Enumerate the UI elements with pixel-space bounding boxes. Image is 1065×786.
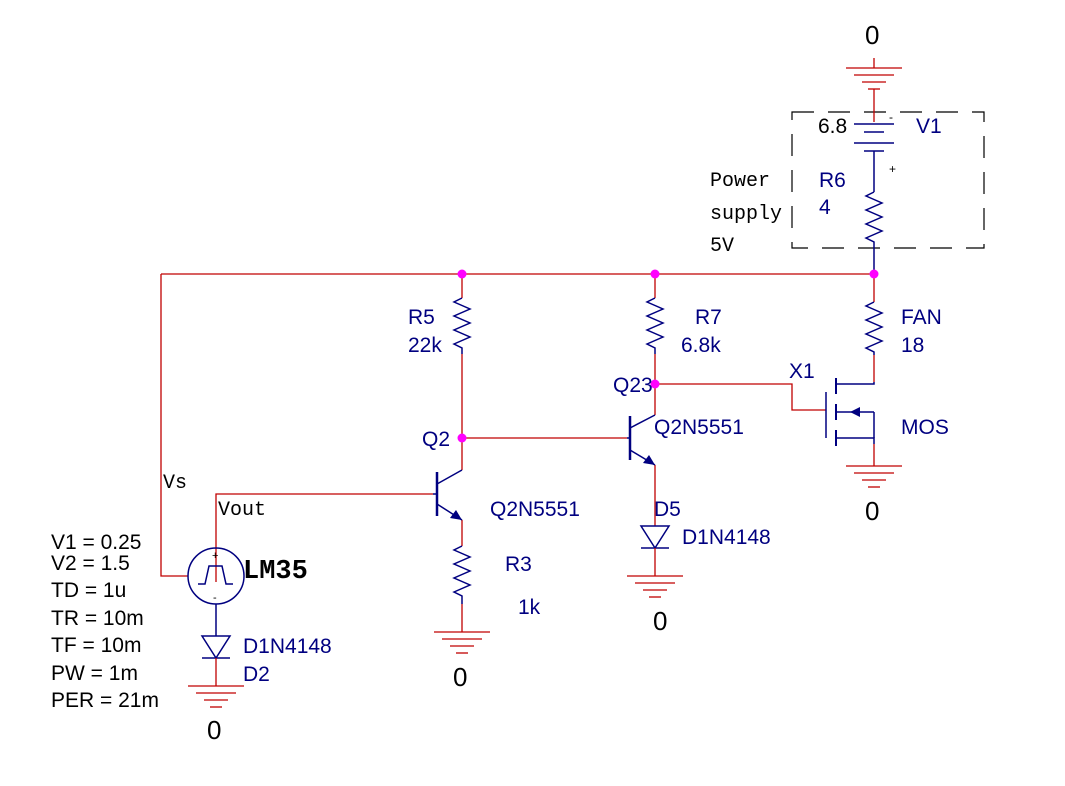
battery-v1 xyxy=(854,123,894,192)
source-param-v2: V2 = 1.5 xyxy=(51,552,130,575)
diode-d5 xyxy=(639,525,671,576)
source-param-tr: TR = 10m xyxy=(51,607,144,630)
resistor-r6 xyxy=(864,191,884,274)
battery-v1-ref: V1 xyxy=(916,115,942,138)
pulse-source-lm35: + - xyxy=(187,547,245,614)
resistor-r7 xyxy=(645,297,665,354)
resistor-r3-ref: R3 xyxy=(505,553,532,576)
diode-d2-model: D1N4148 xyxy=(243,635,332,658)
q2-emitter-arrow xyxy=(450,510,462,520)
resistor-r3-value: 1k xyxy=(518,596,541,619)
power-supply-boundary xyxy=(791,111,985,249)
fan-ref: FAN xyxy=(901,306,942,329)
node-r5-top xyxy=(457,269,467,279)
resistor-r7-ref: R7 xyxy=(695,306,722,329)
resistor-r3 xyxy=(452,545,472,604)
ground-label-r3: 0 xyxy=(453,662,467,692)
diode-d2-ref: D2 xyxy=(243,663,270,686)
pulse-waveform-icon xyxy=(198,565,233,585)
ground-label-d2: 0 xyxy=(207,715,221,745)
resistor-r6-value: 4 xyxy=(819,196,831,219)
mosfet-x1 xyxy=(825,378,875,446)
node-q2-collector xyxy=(457,433,467,443)
transistor-q23-model: Q2N5551 xyxy=(654,416,744,439)
resistor-r7-value: 6.8k xyxy=(681,334,721,357)
resistor-r5-value: 22k xyxy=(408,334,442,357)
resistor-r5-ref: R5 xyxy=(408,306,435,329)
wires xyxy=(160,273,875,582)
mosfet-ref: X1 xyxy=(789,360,815,383)
power-supply-label-line-3: 5V xyxy=(710,235,734,258)
fan-value: 18 xyxy=(901,334,924,357)
pulse-source-params: V1 = 0.25 V2 = 1.5 TD = 1u TR = 10m TF =… xyxy=(51,531,159,712)
transistor-q23 xyxy=(627,414,656,466)
resistor-r6-ref: R6 xyxy=(819,169,846,192)
q23-emitter-arrow xyxy=(643,455,655,465)
power-supply-label-line-1: Power xyxy=(710,170,770,193)
source-minus-sign: - xyxy=(213,592,217,604)
ground-symbol-d5 xyxy=(627,575,683,598)
ground-symbol-r3 xyxy=(434,631,490,654)
pulse-source-name: LM35 xyxy=(243,557,308,587)
ground-label-mosfet: 0 xyxy=(865,496,879,526)
transistor-q2-model: Q2N5551 xyxy=(490,498,580,521)
source-param-tf: TF = 10m xyxy=(51,634,141,657)
ground-label-d5: 0 xyxy=(653,606,667,636)
net-label-vout: Vout xyxy=(218,499,266,522)
transistor-q23-ref: Q23 xyxy=(613,374,653,397)
source-param-per: PER = 21m xyxy=(51,689,159,712)
junction-nodes xyxy=(457,269,879,443)
resistor-fan xyxy=(864,301,884,355)
source-param-td: TD = 1u xyxy=(51,579,126,602)
node-rail-right xyxy=(869,269,879,279)
source-param-v1: V1 = 0.25 xyxy=(51,531,142,554)
battery-v1-value: 6.8 xyxy=(818,115,847,138)
source-param-pw: PW = 1m xyxy=(51,662,138,685)
ground-label-top: 0 xyxy=(865,20,879,50)
ground-symbol-d2 xyxy=(188,685,244,708)
ground-symbol-mosfet xyxy=(846,465,902,488)
battery-plus-sign: + xyxy=(889,162,896,176)
ground-symbol-top xyxy=(846,58,902,122)
node-q23-collector xyxy=(650,379,660,389)
source-plus-sign: + xyxy=(212,550,218,562)
net-label-vs: Vs xyxy=(163,472,187,495)
diode-d2 xyxy=(200,614,232,686)
mosfet-body-arrow xyxy=(850,407,860,417)
diode-d5-model: D1N4148 xyxy=(682,526,771,549)
resistor-r5 xyxy=(452,297,472,354)
node-r7-top xyxy=(650,269,660,279)
power-supply-label-line-2: supply xyxy=(710,203,782,226)
battery-minus-sign: - xyxy=(889,110,893,124)
diode-d5-ref: D5 xyxy=(654,498,681,521)
power-supply-block: Power supply 5V 0 6.8 V1 - + R6 4 xyxy=(710,20,985,274)
transistor-q2-ref: Q2 xyxy=(422,428,450,451)
transistor-q2 xyxy=(433,469,463,521)
mosfet-model: MOS xyxy=(901,416,949,439)
